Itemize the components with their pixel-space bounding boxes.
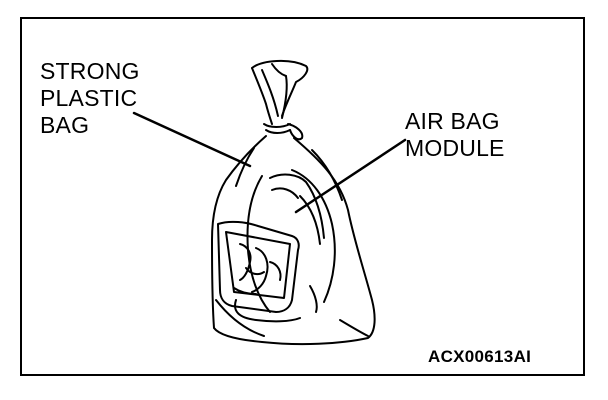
air-bag-module-shape xyxy=(217,169,336,323)
air-bag-module-label-line: MODULE xyxy=(405,135,505,161)
leader-line-air-bag-module xyxy=(294,138,407,214)
plastic-bag-label-line: STRONG xyxy=(40,58,140,84)
figure-frame xyxy=(20,17,585,376)
air-bag-module-label-line: AIR BAG xyxy=(405,108,500,134)
bag-tie xyxy=(263,123,304,141)
air-bag-module-label: AIR BAG MODULE xyxy=(405,108,505,162)
bag-body xyxy=(211,135,376,346)
bag-neck xyxy=(251,60,309,125)
plastic-bag-label-line: PLASTIC xyxy=(40,85,138,111)
leader-line-plastic-bag xyxy=(132,111,252,168)
plastic-bag-label: STRONG PLASTIC BAG xyxy=(40,58,140,139)
plastic-bag-label-line: BAG xyxy=(40,112,90,138)
figure-code: ACX00613AI xyxy=(428,347,532,366)
